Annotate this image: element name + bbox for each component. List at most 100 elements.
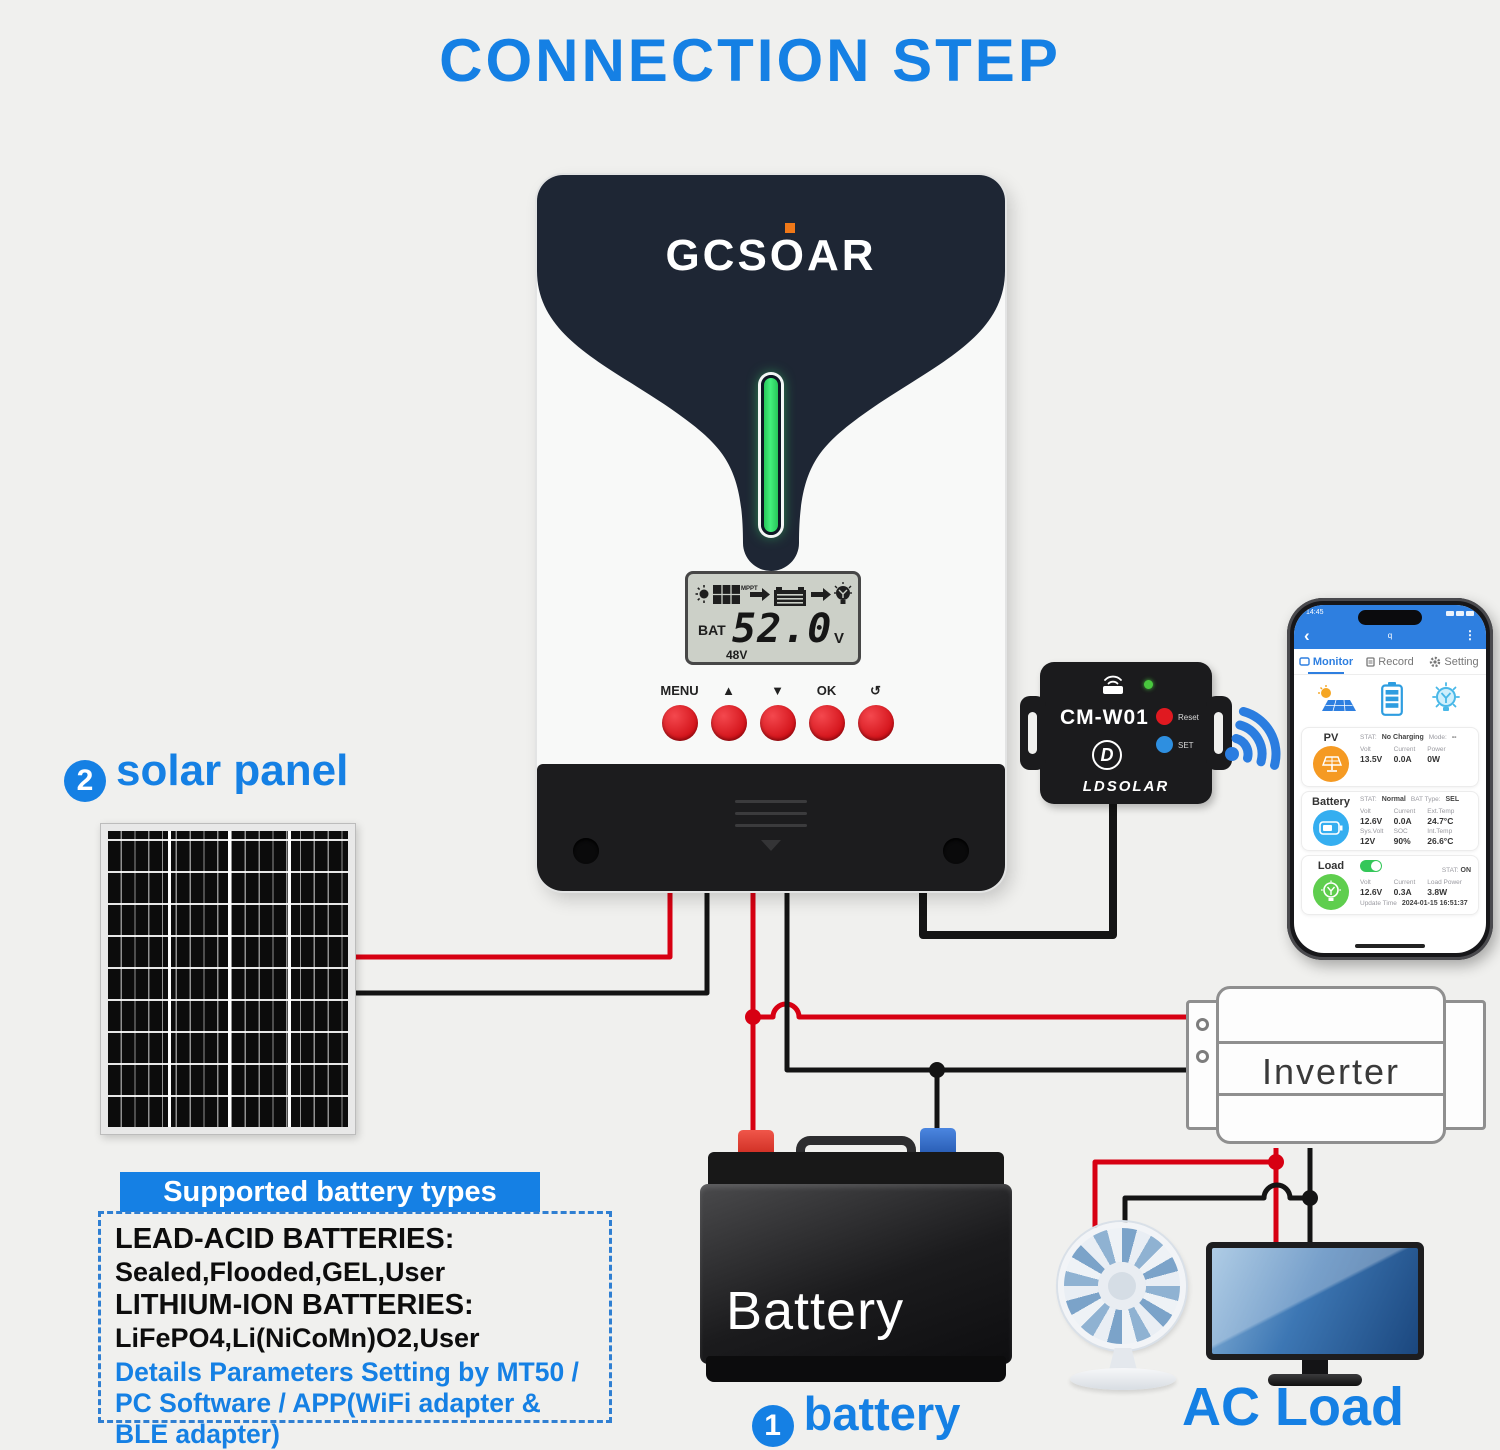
- load-card-icon: [1313, 874, 1349, 910]
- sun-icon: [695, 585, 709, 603]
- battery-sysvolt-label: Sys.Volt: [1360, 828, 1384, 835]
- load-volt-label: Volt: [1360, 879, 1371, 886]
- return-button-group: ↺: [851, 681, 900, 741]
- controller-faceplate: [537, 175, 1005, 571]
- load-power-value: 3.8W: [1427, 887, 1448, 897]
- fan-head: [1058, 1222, 1186, 1350]
- pv-card-left: PV: [1309, 732, 1353, 782]
- lead-acid-title: LEAD-ACID BATTERIES:: [115, 1223, 455, 1255]
- load-card-data: STAT: ON Volt Current Load Power 12.6V 0…: [1360, 860, 1471, 910]
- lithium-title: LITHIUM-ION BATTERIES:: [115, 1289, 474, 1321]
- battery-exttemp-label: Ext.Temp: [1427, 808, 1455, 815]
- back-button[interactable]: ‹: [1304, 626, 1310, 645]
- tab-setting-label: Setting: [1444, 655, 1479, 668]
- menu-button-label: MENU: [660, 683, 699, 698]
- bulb-icon: [834, 582, 852, 604]
- fan-hub: [1098, 1262, 1146, 1310]
- battery-step-label-text: battery: [803, 1387, 961, 1440]
- app-screen: 14:45 ‹ q ⋮ Monitor Record Setting: [1294, 605, 1486, 953]
- pv-card-data: STAT: No Charging Mode: -- Volt Current …: [1360, 732, 1471, 782]
- screw-hole: [943, 838, 969, 864]
- reset-button[interactable]: [1156, 708, 1173, 725]
- inverter-port: [1196, 1050, 1209, 1063]
- tab-monitor[interactable]: Monitor: [1294, 649, 1358, 674]
- load-power-label: Load Power: [1427, 879, 1462, 886]
- solar-panel: [100, 823, 356, 1135]
- load-stat-value: ON: [1460, 867, 1472, 874]
- inverter-port: [1196, 1018, 1209, 1031]
- monitor-tab-icon: [1299, 657, 1310, 666]
- wire-inverter-negative: [784, 891, 1190, 1073]
- return-button[interactable]: [857, 705, 894, 741]
- mppt-label: MPPT: [741, 586, 758, 592]
- ok-button-label: OK: [816, 683, 837, 698]
- status-led: [761, 375, 781, 535]
- battery-summary-icon: [1381, 682, 1403, 716]
- arrow-icon: [750, 588, 770, 601]
- battery-card-title: Battery: [1312, 796, 1350, 808]
- status-bar-icons: [1446, 611, 1474, 616]
- load-card-left: Load: [1309, 860, 1353, 910]
- pv-stat-value: No Charging: [1381, 734, 1424, 741]
- battery-body: Battery: [700, 1184, 1012, 1364]
- lcd-flow-icons: MPPT: [695, 582, 852, 606]
- module-led: [1144, 680, 1153, 689]
- solar-summary-icon: [1318, 685, 1357, 712]
- page-title: CONNECTION STEP: [439, 27, 1061, 94]
- battery-icon: [774, 587, 806, 606]
- battery-type-value: SEL: [1445, 796, 1460, 803]
- battery-device: Battery: [700, 1128, 1012, 1386]
- brand-logo: GCSOAR: [665, 231, 877, 280]
- battery-stat-label: STAT:: [1360, 796, 1377, 803]
- more-menu-button[interactable]: ⋮: [1464, 628, 1476, 642]
- ok-button[interactable]: [808, 705, 845, 741]
- set-button-label: SET: [1178, 741, 1194, 750]
- battery-card-left: Battery: [1309, 796, 1353, 846]
- setting-tab-icon: [1430, 656, 1441, 667]
- home-indicator[interactable]: [1355, 944, 1425, 948]
- pv-current-value: 0.0A: [1393, 754, 1412, 764]
- pv-power-value: 0W: [1427, 754, 1441, 764]
- battery-types-box: LEAD-ACID BATTERIES: Sealed,Flooded,GEL,…: [98, 1211, 612, 1449]
- menu-button[interactable]: [661, 705, 698, 741]
- up-button[interactable]: [710, 705, 747, 741]
- load-update-label: Update Time: [1360, 900, 1397, 907]
- tab-record[interactable]: Record: [1358, 649, 1422, 674]
- app-summary-icons: [1294, 675, 1486, 723]
- vent-lines: [735, 800, 807, 836]
- controller-terminal-cover: [537, 764, 1005, 891]
- reset-button-label: Reset: [1178, 713, 1199, 722]
- step-1-badge: 1: [751, 1405, 794, 1447]
- monitor-neck: [1302, 1360, 1328, 1376]
- pv-volt-value: 13.5V: [1360, 754, 1383, 764]
- load-toggle[interactable]: [1360, 860, 1382, 872]
- battery-inttemp-value: 26.6°C: [1427, 836, 1454, 846]
- record-tab-icon: [1366, 656, 1375, 667]
- ac-load-label: AC Load: [1182, 1377, 1404, 1437]
- down-button-group: ▼: [753, 681, 802, 741]
- battery-soc-value: 90%: [1393, 836, 1411, 846]
- parameters-note: Details Parameters Setting by MT50 / PC …: [115, 1357, 579, 1449]
- junction-black-acload: [1302, 1190, 1318, 1206]
- module-brand: LDSOLAR: [1082, 778, 1170, 795]
- tab-record-label: Record: [1378, 655, 1414, 668]
- wifi-icon: [1456, 611, 1464, 616]
- battery-soc-label: SOC: [1393, 828, 1408, 835]
- pv-current-label: Current: [1393, 746, 1416, 753]
- down-button[interactable]: [759, 705, 796, 741]
- app-header: 14:45 ‹ q ⋮: [1294, 605, 1486, 649]
- battery-type-label: BAT Type:: [1410, 796, 1441, 803]
- tab-setting[interactable]: Setting: [1422, 649, 1486, 674]
- lcd-display: MPPT BAT 52.0: [685, 571, 861, 665]
- battery-exttemp-value: 24.7°C: [1427, 816, 1454, 826]
- wire-pv-negative: [346, 893, 710, 996]
- battery-sysvolt-value: 12V: [1360, 836, 1376, 846]
- pv-card: PV STAT: No Charging Mode: -- Volt Curre…: [1301, 727, 1479, 787]
- battery-foot: [706, 1356, 1006, 1382]
- logo-dot-icon: [785, 223, 795, 233]
- set-button[interactable]: [1156, 736, 1173, 753]
- wifi-signal-icon: [1225, 707, 1281, 770]
- battery-status-icon: [1466, 611, 1474, 616]
- battery-device-label: Battery: [726, 1281, 905, 1341]
